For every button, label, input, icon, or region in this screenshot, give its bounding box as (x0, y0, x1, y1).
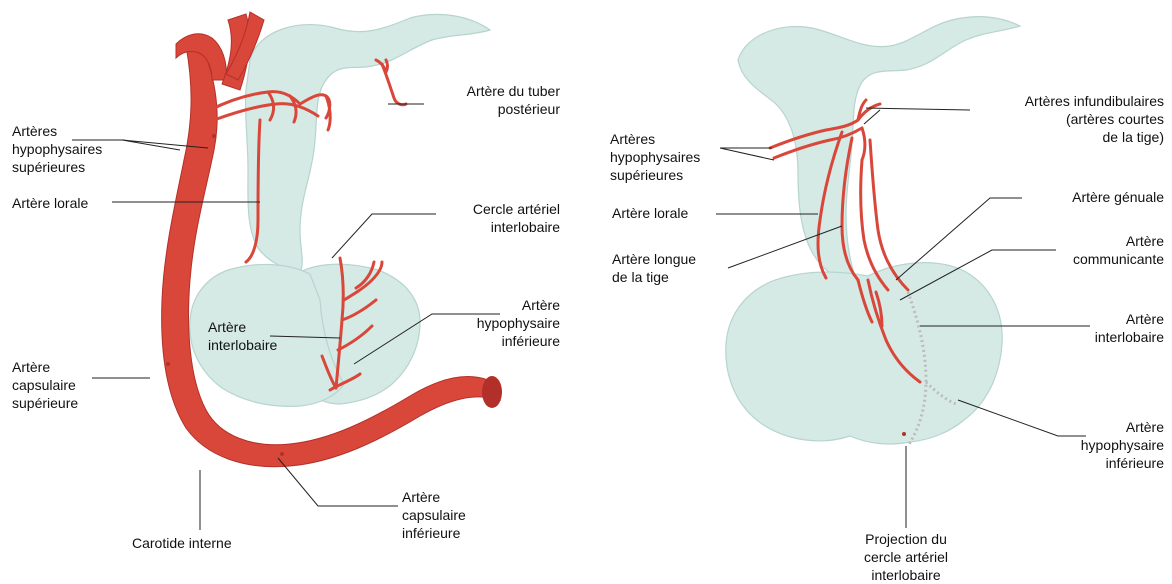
label-right-artere-lorale: Artère lorale (612, 204, 688, 222)
label-left-artere-du-tuber-posterieur: Artère du tuber postérieur (420, 82, 560, 118)
label-left-artere-hypophysaire-inferieure: Artère hypophysaire inférieure (420, 296, 560, 350)
label-right-artere-communicante: Artère communicante (1000, 232, 1164, 268)
label-right-arteres-infundibulaires: Artères infundibulaires (artères courtes… (960, 92, 1164, 146)
left-pituitary-illustration (162, 12, 502, 467)
label-left-arteres-hypophysaires-superieures: Artères hypophysaires supérieures (12, 122, 102, 176)
right-gland-body (726, 263, 1002, 444)
label-left-cercle-arteriel-interlobaire: Cercle artériel interlobaire (410, 200, 560, 236)
label-left-artere-lorale: Artère lorale (12, 194, 88, 212)
label-left-carotide-interne: Carotide interne (132, 534, 232, 552)
label-left-artere-interlobaire: Artère interlobaire (208, 318, 277, 354)
label-right-artere-genuale: Artère génuale (1000, 188, 1164, 206)
label-right-arteres-hypophysaires-superieures: Artères hypophysaires supérieures (610, 130, 700, 184)
label-right-artere-hypophysaire-inferieure: Artère hypophysaire inférieure (1024, 418, 1164, 472)
label-right-artere-longue-de-la-tige: Artère longue de la tige (612, 250, 696, 286)
label-left-artere-capsulaire-superieure: Artère capsulaire supérieure (12, 358, 78, 412)
label-right-artere-interlobaire: Artère interlobaire (1040, 310, 1164, 346)
right-pituitary-illustration (726, 17, 1020, 446)
label-right-projection-cercle: Projection du cercle artériel interlobai… (836, 530, 976, 584)
left-carotid-cut-end (482, 376, 502, 408)
label-left-artere-capsulaire-inferieure: Artère capsulaire inférieure (402, 488, 466, 542)
